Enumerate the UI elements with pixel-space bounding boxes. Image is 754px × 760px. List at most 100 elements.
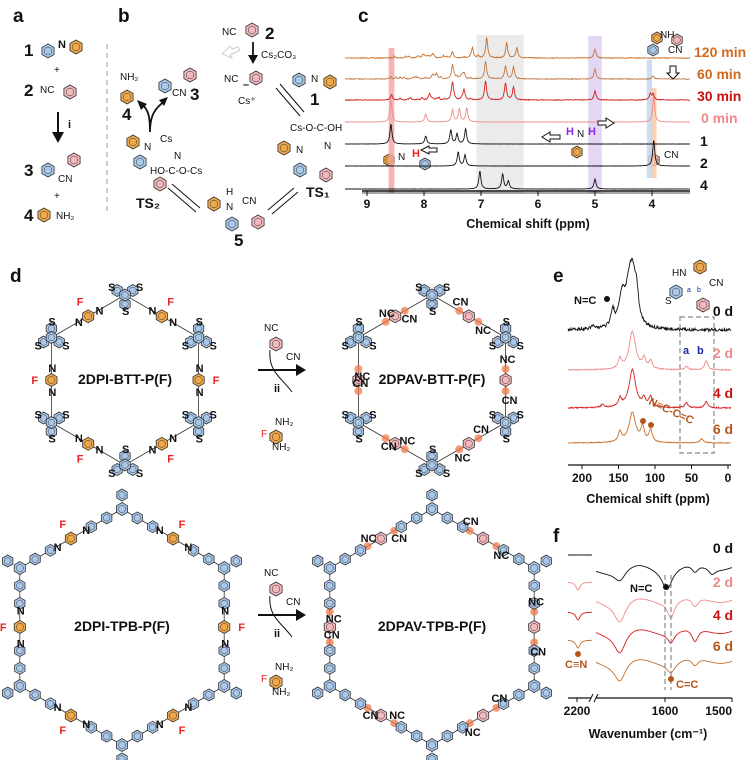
benzene-ring xyxy=(63,84,77,100)
framework-rings xyxy=(38,284,213,476)
atom-s: S xyxy=(516,410,523,422)
aromatic-circle xyxy=(502,418,510,427)
aromatic-circle xyxy=(40,338,48,346)
phenyl-ring xyxy=(528,661,540,675)
atom-cs: Cs xyxy=(160,134,172,145)
group-nh2: NH₂ xyxy=(275,417,293,428)
aromatic-circle xyxy=(247,25,257,35)
benzene-ring xyxy=(696,297,710,313)
legend-0min: 0 min xyxy=(701,110,738,126)
aromatic-circle xyxy=(232,557,240,565)
aromatic-circle xyxy=(31,555,39,563)
atom-s: S xyxy=(136,282,143,294)
phenyl-ring xyxy=(457,720,469,734)
benzene-ring xyxy=(693,259,707,275)
aromatic-circle xyxy=(271,339,281,349)
vinylene-highlight xyxy=(474,317,483,326)
annotation-n-c: N=C xyxy=(574,295,596,307)
vinylene-highlight xyxy=(501,387,510,396)
phenyl-ring xyxy=(44,697,57,711)
hollow-arrow-icon xyxy=(665,65,681,80)
group-cn: NC xyxy=(379,308,395,320)
benzene-ring xyxy=(133,154,147,170)
reaction-arrow-top: NC CN ii NH₂ NH₂ F xyxy=(258,323,306,453)
aromatic-circle xyxy=(443,732,451,740)
aromatic-circle xyxy=(443,514,451,522)
atom-f: F xyxy=(31,375,38,387)
atom-f: F xyxy=(59,725,66,737)
group-nh2: NH₂ xyxy=(272,442,290,453)
atom-s: S xyxy=(369,341,376,353)
phenyl-ring xyxy=(441,729,453,743)
aromatic-circle xyxy=(195,333,203,342)
highlight-band xyxy=(476,35,524,193)
label-b: b xyxy=(697,287,701,294)
linker-ring xyxy=(155,436,168,451)
phenyl-ring xyxy=(339,552,351,566)
highlight-band xyxy=(646,60,652,178)
atom-s: S xyxy=(209,341,216,353)
aromatic-circle xyxy=(155,179,165,189)
group-nc: NC xyxy=(264,323,278,334)
aromatic-circle xyxy=(55,338,63,346)
phenyl-ring xyxy=(354,543,367,557)
panel-label-b: b xyxy=(118,6,130,27)
compound-label-3: 3 xyxy=(190,85,199,104)
linker-ring xyxy=(155,309,168,324)
atom-s: S xyxy=(429,444,436,456)
benzene-core xyxy=(116,502,128,516)
aromatic-circle xyxy=(55,414,63,422)
atom-n: N xyxy=(17,639,25,651)
phenyl-ring xyxy=(354,697,367,711)
aromatic-circle xyxy=(16,599,24,607)
phenyl-ring xyxy=(540,686,552,700)
atom-f: F xyxy=(167,453,174,465)
phenyl-ring xyxy=(29,552,41,566)
compound-label-3: 3 xyxy=(24,161,33,180)
aromatic-circle xyxy=(464,439,473,448)
group-cn: NC xyxy=(528,596,544,608)
phenyl-ring xyxy=(101,511,113,525)
benzene-ring xyxy=(37,207,51,223)
aromatic-circle xyxy=(157,312,166,321)
group-cn: CN xyxy=(172,88,186,99)
aromatic-circle xyxy=(649,46,657,54)
aromatic-circle xyxy=(421,160,429,168)
aromatic-circle xyxy=(494,414,502,422)
phenyl-ring xyxy=(44,543,57,557)
aromatic-circle xyxy=(347,414,355,422)
ts1-fragment: Cs-O-C-OH xyxy=(290,123,342,134)
group-cn: CN xyxy=(491,693,507,705)
atom-s: S xyxy=(342,410,349,422)
aromatic-circle xyxy=(362,414,370,422)
linker-ring xyxy=(13,620,26,634)
phenyl-ring xyxy=(497,543,510,557)
vinylene-highlight xyxy=(455,445,464,454)
ir-trace-left-4d xyxy=(567,611,593,621)
atom-n: N xyxy=(221,639,229,651)
aromatic-circle xyxy=(354,376,363,384)
aromatic-circle xyxy=(135,157,145,167)
group-cn: CN xyxy=(324,630,340,642)
ts2-label: TS₂ xyxy=(136,195,160,211)
aromatic-circle xyxy=(347,338,355,346)
aromatic-circle xyxy=(67,534,75,543)
atom-n: N xyxy=(54,702,62,714)
axis-break-icon xyxy=(588,693,599,703)
benzene-ring xyxy=(249,70,263,86)
benzene-ring xyxy=(292,72,306,88)
ir-trace-left-6d xyxy=(568,639,593,649)
aromatic-circle xyxy=(189,546,198,554)
atom-n: N xyxy=(184,702,192,714)
vinylene-highlight xyxy=(325,607,334,616)
aromatic-circle xyxy=(542,557,550,565)
aromatic-circle xyxy=(479,534,487,543)
atom-s: S xyxy=(429,306,436,318)
atom-n: N xyxy=(221,605,229,617)
aromatic-circle xyxy=(189,700,198,708)
phenyl-ring xyxy=(457,520,469,534)
x-tick-label: 5 xyxy=(592,197,599,211)
highlight-band xyxy=(650,88,657,178)
